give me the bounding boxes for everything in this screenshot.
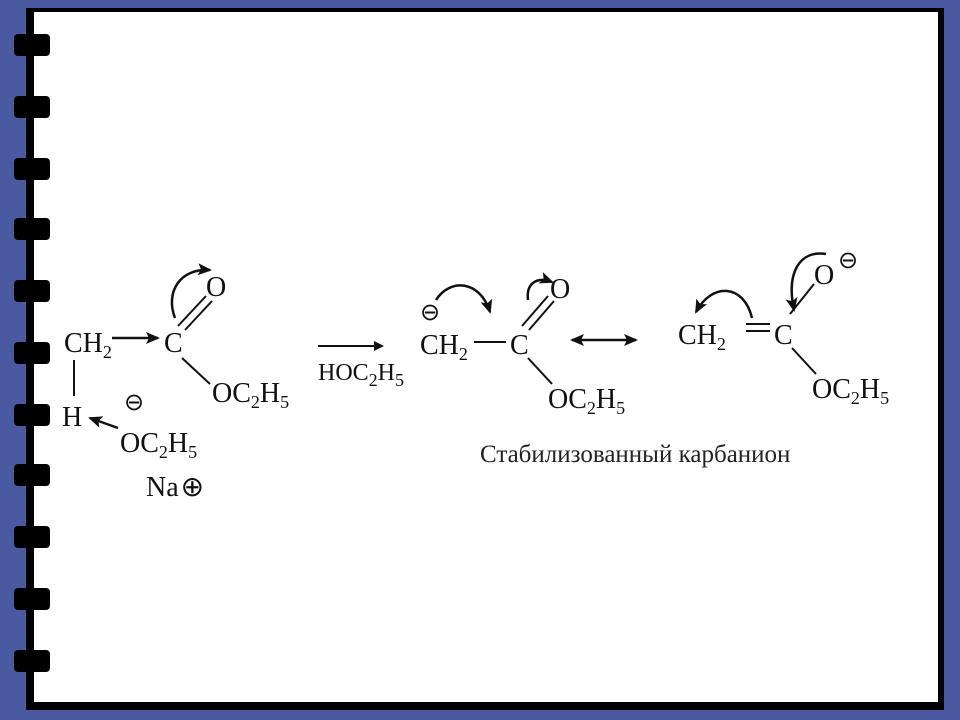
binder-ring (14, 96, 50, 118)
ethoxy-group-label: OC2H5 (212, 378, 289, 412)
binder-ring (14, 464, 50, 486)
caption-label: Стабилизованный карбанион (480, 441, 790, 468)
negative-charge-label: ⊖ (420, 300, 440, 326)
double-bond-line (184, 300, 213, 331)
oxygen-atom-label: O (550, 274, 570, 305)
sodium-label: Na⊕ (146, 472, 204, 503)
carbon-atom-label: C (774, 320, 793, 351)
binder-ring (14, 280, 50, 302)
ch2-group-label: CH2 (678, 320, 726, 354)
oxygen-atom-label: O (206, 272, 226, 303)
reaction-arrow: HOC2H5 (318, 341, 404, 390)
ch2-group-label: CH2 (420, 330, 468, 364)
carbon-atom-label: C (164, 328, 183, 359)
ethoxy-group-label: OC2H5 (548, 384, 625, 418)
curved-arrow (694, 289, 754, 319)
binder-ring (14, 526, 50, 548)
double-bond-line (521, 295, 549, 327)
ch2-group-label: CH2 (64, 328, 112, 362)
single-bond-line (527, 357, 553, 385)
hydrogen-atom-label: H (62, 402, 82, 433)
proton-abstraction-arrow (88, 416, 119, 430)
enolate-structure: CH2 C O ⊖ OC2H5 (678, 248, 889, 408)
slide-content (34, 12, 938, 702)
oxygen-atom-label: O (814, 260, 834, 291)
reactant-ester: CH2 C O OC2H5 H (62, 263, 289, 433)
ethoxide-label: OC2H5 (120, 428, 197, 462)
double-bond-line (528, 300, 555, 331)
curved-arrow (434, 284, 493, 314)
binder-ring (14, 404, 50, 426)
carbanion-structure: ⊖ CH2 C O OC2H5 (420, 272, 625, 418)
curved-arrow (170, 263, 212, 319)
base-ethoxide: ⊖ OC2H5 Na⊕ (88, 390, 204, 503)
binder-ring (14, 158, 50, 180)
curved-arrow (526, 272, 554, 301)
ethoxy-group-label: OC2H5 (812, 374, 889, 408)
carbon-atom-label: C (510, 330, 529, 361)
curved-arrow (785, 252, 827, 312)
byproduct-label: HOC2H5 (318, 360, 404, 390)
negative-charge-label: ⊖ (838, 248, 858, 274)
binder-ring (14, 588, 50, 610)
binder-ring (14, 342, 50, 364)
single-bond-line (181, 357, 211, 385)
binder-ring (14, 34, 50, 56)
binder-ring (14, 650, 50, 672)
binder-ring (14, 218, 50, 240)
double-bond-line (177, 295, 207, 327)
negative-charge-label: ⊖ (124, 390, 144, 416)
single-bond-line (791, 347, 817, 375)
